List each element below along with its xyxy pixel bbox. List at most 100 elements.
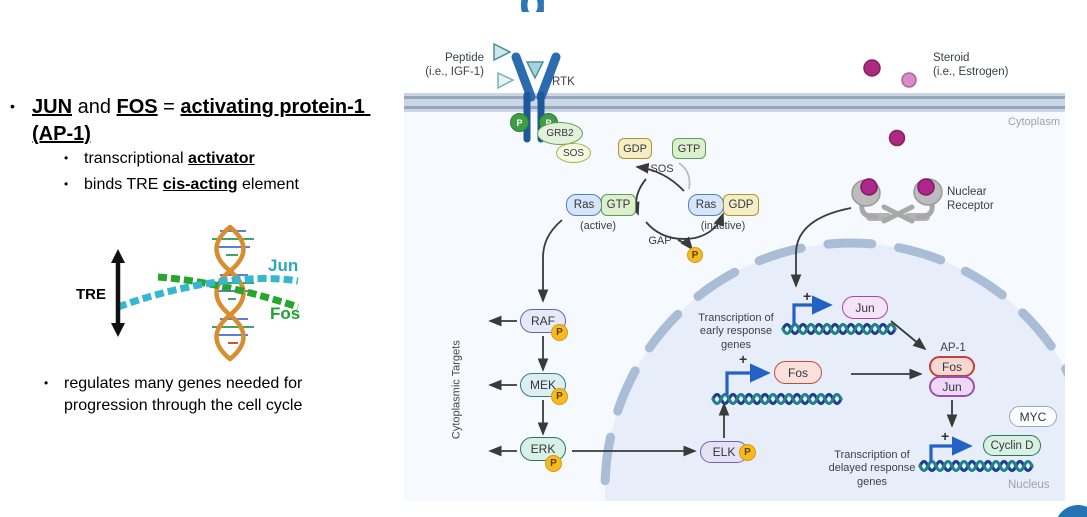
early-line3: genes <box>721 338 751 351</box>
activator-term: activator <box>188 150 255 167</box>
bullet-cell-cycle: • regulates many genes needed for progre… <box>44 373 366 417</box>
nuclear-receptor-line1: Nuclear <box>947 186 987 198</box>
p-label: P <box>516 117 523 128</box>
ras-inactive-node: Ras <box>688 194 724 216</box>
tre-pre: binds TRE <box>84 176 163 193</box>
p-label: P <box>744 447 751 458</box>
cis-acting-term: cis-acting <box>162 176 238 193</box>
phospho-site: P <box>551 388 568 405</box>
sos-exchange-arrow <box>635 162 685 192</box>
ras-active-label: (active) <box>579 220 617 232</box>
bullet-marker: • <box>10 98 15 114</box>
equals-text: = <box>157 96 181 118</box>
cytoplasm-label: Cytoplasm <box>1008 116 1060 128</box>
cytoplasmic-targets-label: Cytoplasmic Targets <box>450 340 463 440</box>
peptide-label: Peptide (i.e., IGF-1) <box>406 51 484 79</box>
fos-term: FOS <box>116 96 158 118</box>
phospho-site: P <box>545 455 562 472</box>
nucleus-label: Nucleus <box>1008 479 1050 491</box>
rtk-label: RTK <box>552 76 575 88</box>
nuclear-receptor-icon <box>851 178 943 224</box>
plasma-membrane-icon <box>404 93 1065 112</box>
mek-node: MEK <box>520 373 566 397</box>
delayed-line1: Transcription of <box>834 449 910 461</box>
erk-node: ERK <box>520 437 566 461</box>
fos-product-node: Fos <box>774 361 822 384</box>
cycle-arc-faint <box>678 162 691 190</box>
nucleus-region <box>600 238 1065 501</box>
sub-bullet-activator-text: transcriptional activator <box>84 149 255 170</box>
and-text: and <box>72 96 117 118</box>
delayed-transcription-label: Transcription of delayed response genes <box>824 449 920 489</box>
gtp-node: GTP <box>672 138 706 159</box>
phospho-site: P <box>739 444 756 461</box>
fos-label: Fos <box>270 304 300 323</box>
title-fragment-glyph: g <box>519 0 547 12</box>
bullet-marker: • <box>44 376 49 390</box>
tre-label: TRE <box>76 286 106 303</box>
p-label: P <box>556 327 563 338</box>
gap-label: GAP <box>648 235 672 247</box>
nuclear-receptor-label: Nuclear Receptor <box>947 185 1017 213</box>
plus-sign: + <box>803 288 812 304</box>
bullet-marker: • <box>64 151 69 165</box>
ap1-term: activating protein-1 (AP-1) <box>32 96 371 145</box>
nuclear-receptor-line2: Receptor <box>947 200 994 213</box>
jun-to-ap1-arrow <box>890 320 927 351</box>
early-line1: Transcription of <box>698 312 774 324</box>
ras-active-node: Ras <box>566 194 602 216</box>
peptide-line2: (i.e., IGF-1) <box>425 66 484 79</box>
bullet-ap1-text: JUN and FOS = activating protein-1 (AP-1… <box>32 94 398 148</box>
nucleus-fill <box>605 243 1065 501</box>
delayed-gene-dna-icon <box>918 436 1034 473</box>
bullet-marker: • <box>64 177 69 191</box>
phospho-site: P <box>551 324 568 341</box>
gap-hydrolysis-arrow <box>645 212 725 240</box>
ras-cycle-arrows <box>629 162 725 251</box>
steroid-line2: (i.e., Estrogen) <box>933 66 1009 79</box>
jun-gene-dna-icon <box>781 295 897 336</box>
sos-node: SOS <box>556 143 591 163</box>
receptor-to-nucleus-arrow <box>790 207 852 288</box>
myc-node: MYC <box>1009 406 1057 427</box>
fos-promoter-arrow <box>725 363 771 395</box>
delayed-promoter-arrow <box>929 436 973 462</box>
gdp-node: GDP <box>618 138 652 159</box>
jun-promoter-arrow <box>792 295 833 325</box>
fos-helix-icon <box>157 273 300 311</box>
steroid-molecule-icons <box>863 59 917 147</box>
grb2-node: GRB2 <box>537 122 583 145</box>
tre-jun-fos-figure: TRE Jun Fos <box>76 225 300 362</box>
delayed-line2: delayed response <box>828 462 916 475</box>
phospho-site: P <box>510 113 529 132</box>
slide-title-fragment: g <box>517 0 555 12</box>
fos-gene-dna-icon <box>711 363 843 406</box>
activator-pre: transcriptional <box>84 150 189 167</box>
bullet-ap1: • JUN and FOS = activating protein-1 (AP… <box>10 94 398 148</box>
peptide-ligand-icons <box>493 42 545 90</box>
corner-badge-icon <box>1057 505 1087 517</box>
sos-cycle-label: SOS <box>650 163 674 175</box>
p-label: P <box>556 391 563 402</box>
p-label: P <box>691 249 699 261</box>
jun-label: Jun <box>268 256 298 275</box>
jun-term: JUN <box>32 96 73 118</box>
jun-helix-icon <box>116 275 299 311</box>
plus-sign: + <box>941 428 950 444</box>
to-ras-gtp-arrow <box>629 178 647 216</box>
ap1-label: AP-1 <box>940 342 966 354</box>
ras-to-raf-arrow <box>537 219 563 303</box>
sub-bullet-activator: • transcriptional activator <box>64 149 394 170</box>
early-line2: early response <box>699 325 773 338</box>
steroid-line1: Steroid <box>933 52 970 64</box>
delayed-line3: genes <box>857 475 887 488</box>
cascade-arrows <box>488 207 958 457</box>
plus-sign: + <box>739 351 748 367</box>
nuclear-envelope-icon <box>600 238 1065 501</box>
peptide-line1: Peptide <box>444 52 484 64</box>
cyclin-d-node: Cyclin D <box>983 435 1041 456</box>
ras-inactive-label: (inactive) <box>700 220 746 232</box>
steroid-label: Steroid (i.e., Estrogen) <box>933 51 1043 79</box>
tre-span-arrow-icon <box>111 249 125 337</box>
